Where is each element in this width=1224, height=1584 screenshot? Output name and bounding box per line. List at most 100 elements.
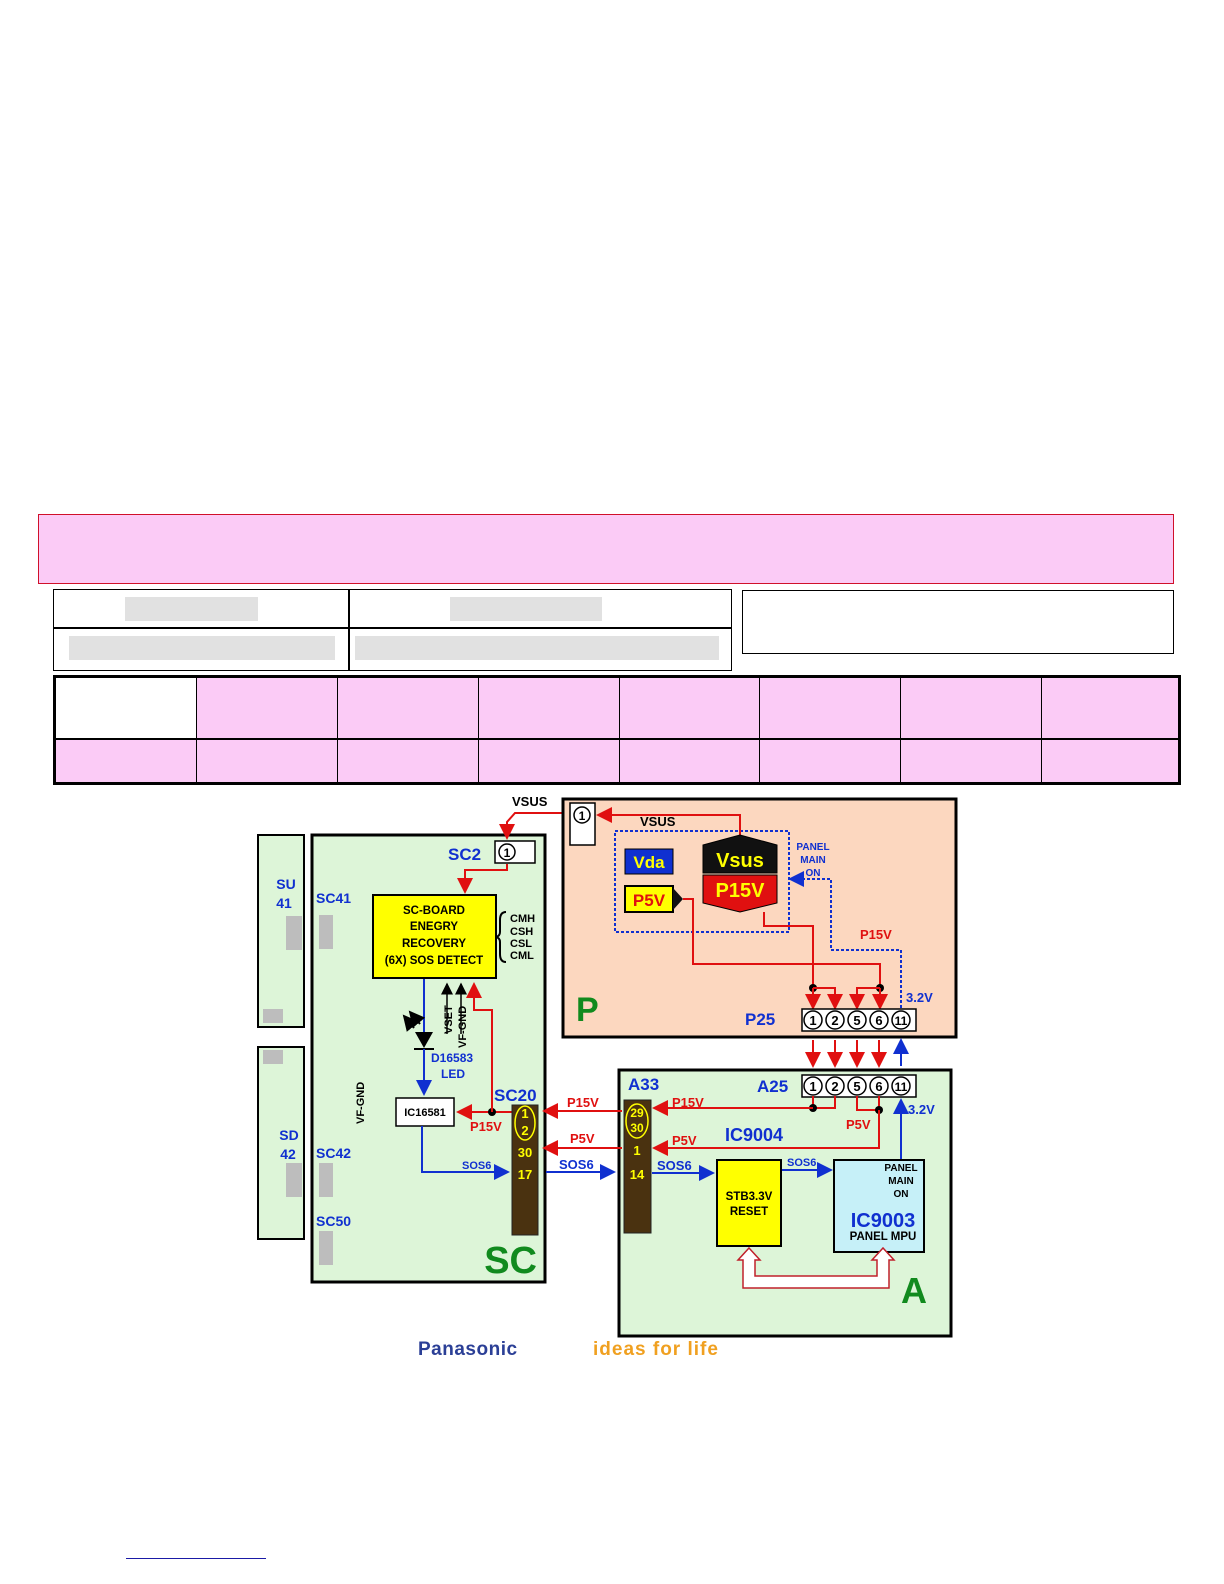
p5v-a-label: P5V (672, 1133, 697, 1148)
p-board: 1 VSUS Vda Vsus P15V P5V PANEL MAIN ON P… (561, 797, 958, 1039)
led-label: LED (441, 1067, 465, 1081)
panasonic-logo: Panasonic (418, 1339, 518, 1360)
ic16581-chip (395, 1097, 455, 1127)
sc-board-name: SC (484, 1240, 537, 1282)
redacted-cell (125, 597, 258, 621)
cml-label: CML (510, 950, 534, 962)
a25-pin-2: 2 (831, 1079, 838, 1094)
p25-pin-11: 11 (895, 1014, 908, 1028)
ic9003-block (833, 1159, 925, 1253)
a25-pin-6: 6 (875, 1079, 882, 1094)
stb-reset-block (716, 1159, 782, 1247)
p-board-name: P (576, 991, 599, 1029)
vset-label: VSET (443, 1005, 455, 1034)
v32-a-label: 3.2V (908, 1102, 935, 1117)
vsus-inner-label: VSUS (640, 814, 676, 829)
sc2-pin: 1 (504, 846, 511, 860)
sc2-label: SC2 (448, 845, 481, 864)
v32-p-label: 3.2V (906, 990, 933, 1005)
panel-mpu-label: PANEL MPU (850, 1231, 917, 1243)
sc20-pin-30: 30 (518, 1145, 532, 1160)
ic9003-small-3: ON (894, 1189, 909, 1200)
grid-table (53, 675, 1181, 785)
vsus-top-label: VSUS (512, 794, 548, 809)
sc20-label: SC20 (494, 1086, 537, 1105)
p25-pins: 1 2 5 6 11 (803, 1010, 911, 1030)
sd-label-1: SD (279, 1127, 298, 1143)
a-board-name: A (901, 1270, 927, 1311)
p25-pin-6: 6 (875, 1013, 882, 1028)
side-box (742, 590, 1174, 654)
a25-pin-1: 1 (809, 1079, 816, 1094)
redacted-cell (69, 636, 335, 660)
a33-pin-14: 14 (630, 1167, 645, 1182)
a33-pin-30: 30 (630, 1121, 644, 1135)
ic9003-small-2: MAIN (888, 1176, 914, 1187)
sc41-label: SC41 (316, 890, 351, 906)
a25-label: A25 (757, 1077, 788, 1096)
su-label-2: 41 (276, 895, 292, 911)
a33-pin-1: 1 (633, 1143, 640, 1158)
p25-label: P25 (745, 1010, 775, 1029)
sos6-a2-label: SOS6 (787, 1157, 816, 1169)
tagline-logo: ideas for life (593, 1339, 719, 1360)
panel-main-on-1: PANEL (796, 842, 829, 853)
p15v-p-label: P15V (860, 927, 892, 942)
a25-pin-5: 5 (853, 1079, 860, 1094)
d16583-label: D16583 (431, 1051, 473, 1065)
p5v-box-label: P5V (633, 891, 666, 910)
a33-label: A33 (628, 1075, 659, 1094)
p15v-a-label: P15V (672, 1095, 704, 1110)
ic9004-label: IC9004 (725, 1125, 783, 1145)
p25-pin-1: 1 (809, 1013, 816, 1028)
vda-label: Vda (633, 853, 665, 872)
a25-pins: 1 2 5 6 11 (803, 1076, 911, 1096)
vsus-box-label: Vsus (716, 850, 764, 872)
sos6-link-label: SOS6 (559, 1157, 594, 1172)
p25-pin-5: 5 (853, 1013, 860, 1028)
panel-main-on-3: ON (806, 868, 821, 879)
redacted-cell (355, 636, 719, 660)
sc20-pin-2: 2 (521, 1123, 528, 1138)
sc20-pin-1: 1 (521, 1106, 528, 1121)
su-board: SU 41 (257, 834, 305, 1028)
a25-pin-11: 11 (895, 1080, 908, 1094)
su-label-1: SU (276, 876, 295, 892)
header-banner (38, 514, 1174, 584)
sc-block-line-1: SC-BOARD (403, 905, 465, 917)
panel-main-on-2: MAIN (800, 855, 826, 866)
p25-pin-2: 2 (831, 1013, 838, 1028)
cmh-label: CMH (510, 913, 535, 925)
a33-pin-29: 29 (630, 1106, 644, 1120)
a-board: A33 A25 1 2 5 6 11 29 30 1 14 P15V P5V (617, 1068, 953, 1338)
ic16581-label: IC16581 (404, 1107, 446, 1119)
redacted-cell (450, 597, 602, 621)
footer-link-underline (126, 1558, 266, 1559)
sc-block-line-4: (6X) SOS DETECT (385, 955, 483, 967)
sc42-label: SC42 (316, 1145, 351, 1161)
csh-label: CSH (510, 926, 533, 938)
sd-board: SD 42 (257, 1046, 305, 1240)
sc20-pin-17: 17 (518, 1167, 532, 1182)
stb-line-1: STB3.3V (726, 1191, 773, 1203)
sos6-a1-label: SOS6 (657, 1158, 692, 1173)
p15v-box-label: P15V (716, 880, 766, 902)
sc-board-energy-block (372, 894, 497, 979)
p15v-sc-label: P15V (470, 1119, 502, 1134)
p5v-link-label: P5V (570, 1131, 595, 1146)
vf-gnd-arrow-label: VF-GND (457, 1006, 469, 1048)
p5v-a2-label: P5V (846, 1117, 871, 1132)
p15v-link-label: P15V (567, 1095, 599, 1110)
ic9003-small-1: PANEL (884, 1163, 917, 1174)
sos6-sc-label: SOS6 (462, 1160, 491, 1172)
ic9003-label: IC9003 (851, 1210, 916, 1232)
sc-board: SC41 SC42 SC50 SC VF-GND SC2 1 SC-BOARD … (310, 833, 547, 1284)
sc-block-line-2: ENEGRY (410, 921, 458, 933)
sd-label-2: 42 (280, 1146, 296, 1162)
csl-label: CSL (510, 938, 532, 950)
vf-gnd-side-label: VF-GND (355, 1082, 367, 1124)
stb-line-2: RESET (730, 1206, 768, 1218)
sc-block-line-3: RECOVERY (402, 938, 466, 950)
info-table (53, 589, 732, 671)
